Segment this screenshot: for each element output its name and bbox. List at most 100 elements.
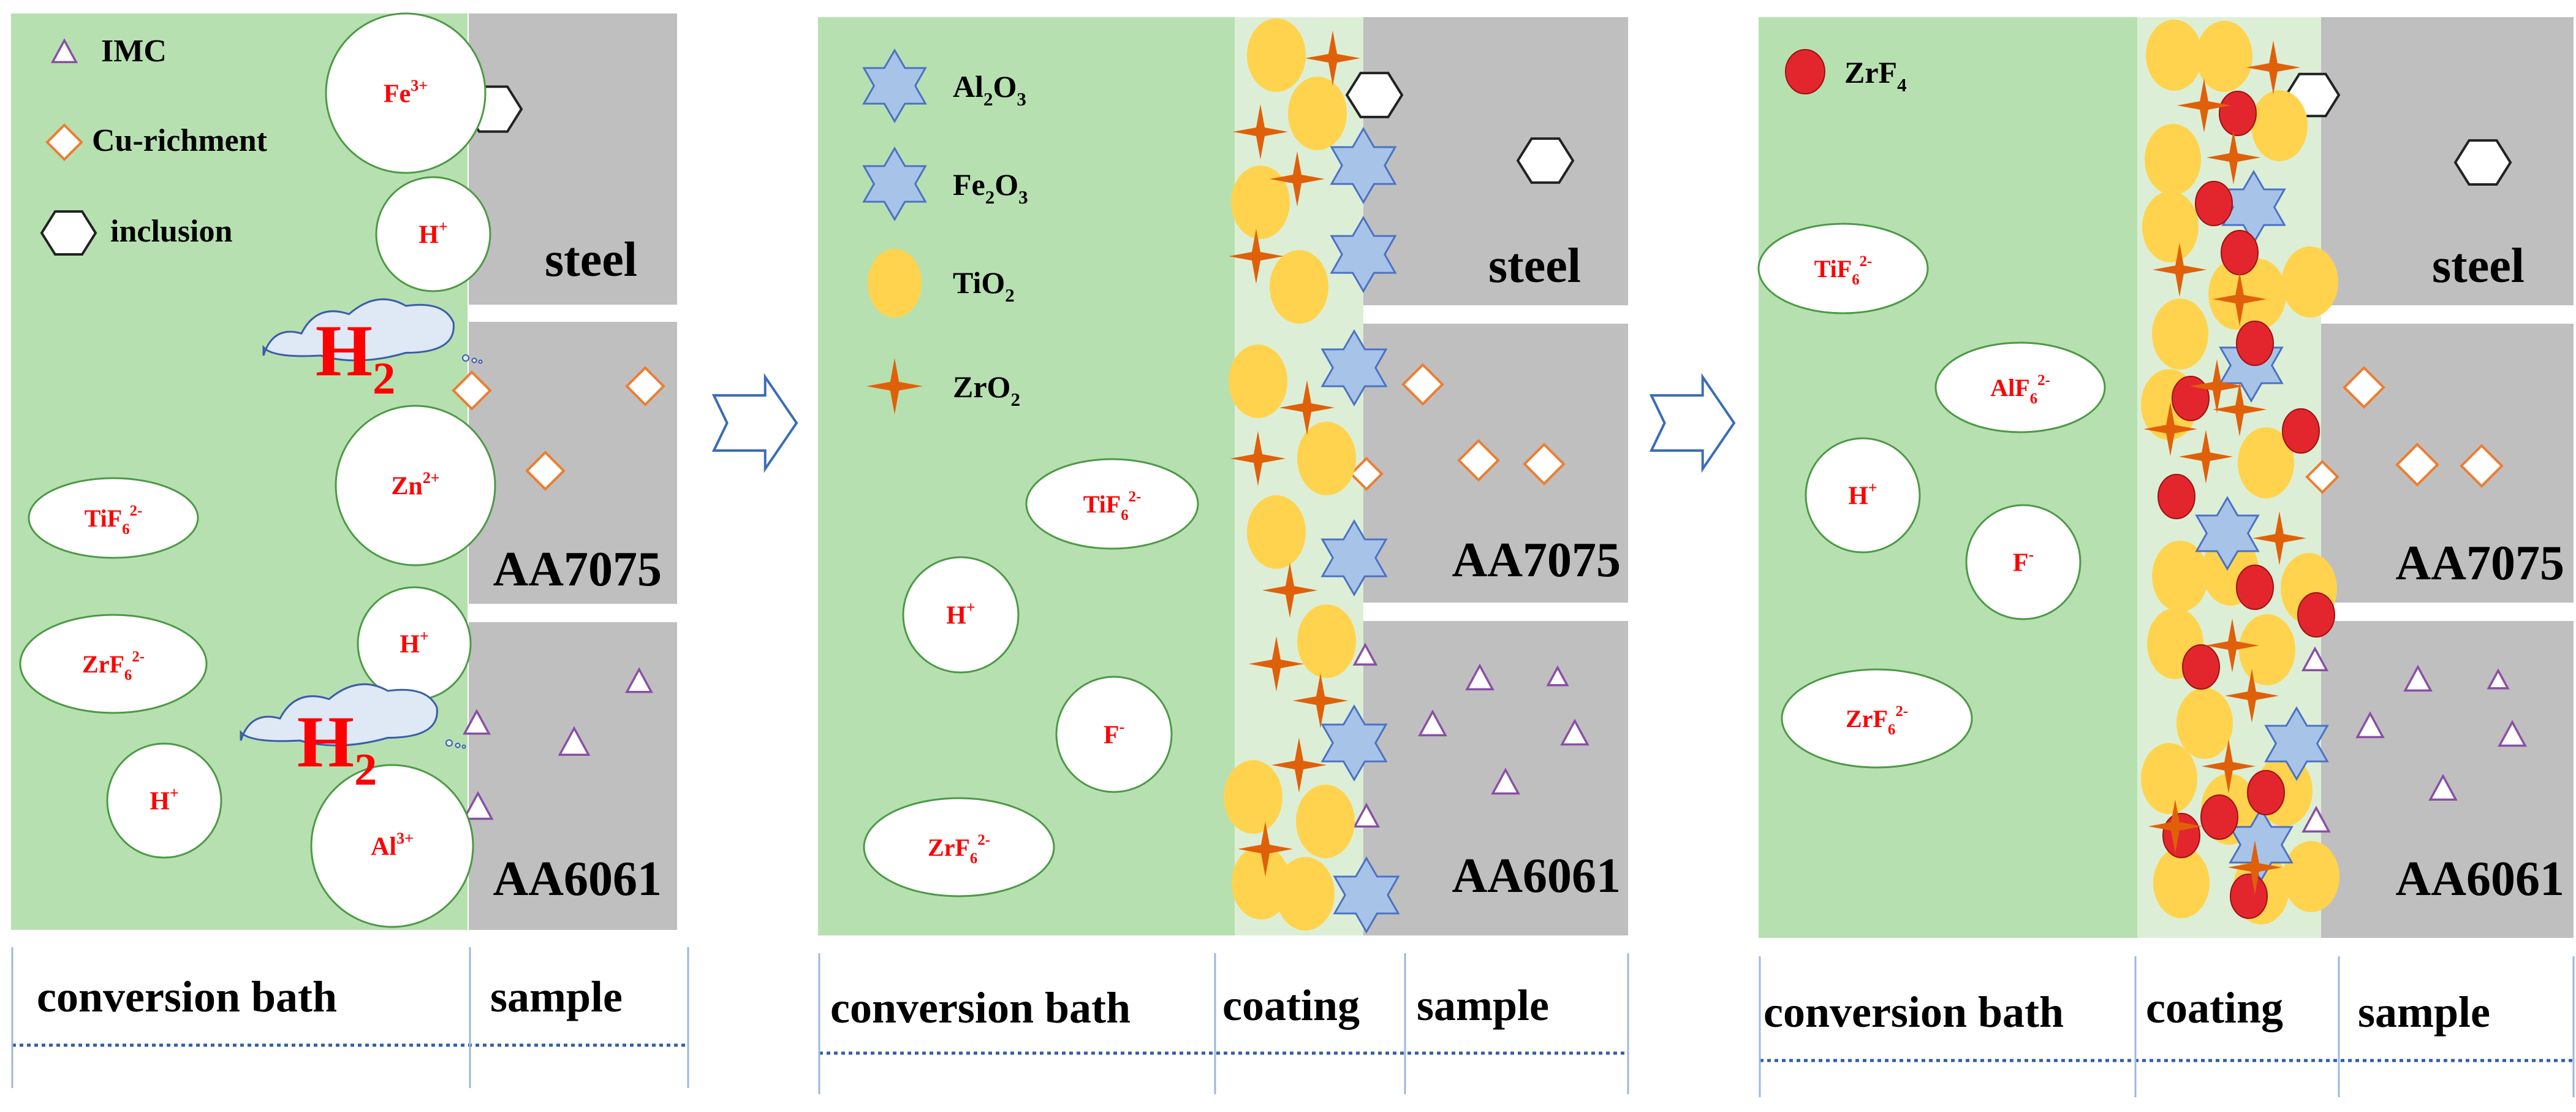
ion-label: ZrF62- [82, 649, 145, 684]
text-part: 6 [1852, 272, 1859, 288]
ion-label: Fe3+ [384, 77, 428, 109]
diamond-icon [45, 123, 83, 161]
triangle-icon [625, 667, 653, 693]
legend-label-cu: Cu-richment [92, 123, 268, 158]
footer-conversion-bath: conversion bath [1763, 988, 2064, 1037]
ion-label: ZrF62- [928, 832, 990, 867]
text-part: H [150, 788, 170, 816]
star-icon [1320, 329, 1388, 406]
text-part: ZrF [1846, 705, 1888, 733]
cloud-shape [240, 683, 438, 747]
spark-icon [2177, 78, 2231, 132]
star-icon [1330, 127, 1397, 204]
text-part: + [420, 627, 429, 645]
ion-label: H+ [946, 598, 975, 630]
red-dot-icon [2297, 592, 2335, 638]
ion-bubble [1757, 223, 1929, 314]
ellipse-icon [1297, 604, 1356, 678]
text-part: F [2013, 549, 2029, 577]
ion-bubble [1934, 341, 2106, 433]
red-dot-icon [2236, 565, 2274, 610]
spark-icon [1249, 636, 1304, 691]
diamond-icon [1457, 439, 1500, 482]
text-part: O [993, 69, 1017, 104]
spark-icon [2225, 669, 2279, 723]
triangle-icon [1418, 709, 1447, 737]
metal-label-steel: steel [545, 233, 637, 287]
red-dot-icon [2282, 408, 2320, 454]
spark-icon [2190, 359, 2244, 413]
text-part: - [2028, 546, 2034, 563]
ellipse-icon [2283, 841, 2339, 912]
diamond-icon [1523, 443, 1566, 486]
triangle-icon [463, 709, 491, 735]
steel-block [469, 13, 677, 305]
ellipse-icon [2152, 541, 2208, 612]
text-part: 6 [970, 850, 977, 867]
text-part: H [946, 602, 966, 630]
text-part: 2- [1860, 253, 1873, 270]
ion-label: F- [2013, 546, 2034, 577]
steel-block [1363, 17, 1628, 305]
bubble [461, 744, 466, 749]
spark-icon [2202, 739, 2256, 793]
spark-icon [1293, 673, 1348, 728]
ion-label: H+ [1848, 479, 1877, 511]
star-icon [2195, 496, 2260, 571]
spark-icon [2252, 511, 2306, 565]
text-part: 6 [122, 521, 129, 538]
process-arrow-icon [1649, 373, 1736, 473]
metal-label-aa7075: AA7075 [1452, 533, 1621, 587]
text-part: + [966, 598, 975, 616]
spark-icon [1279, 380, 1335, 435]
text-part: 2- [1895, 703, 1908, 720]
triangle-icon [558, 726, 591, 756]
text-part: 2+ [423, 469, 440, 487]
star-icon [1333, 856, 1400, 934]
ion-label: F- [1104, 718, 1124, 750]
text-part: 6 [124, 667, 132, 684]
text-part: 2- [977, 832, 990, 848]
red-dot-icon [2200, 794, 2238, 840]
diamond-icon [2343, 366, 2385, 409]
text-part: 2 [373, 354, 395, 404]
text-part: ZrF [928, 834, 970, 861]
ellipse-icon [2152, 299, 2208, 370]
text-part: 2- [130, 503, 143, 519]
ellipse-icon [2238, 427, 2294, 498]
legend-label-oxide: Fe2O3 [953, 167, 1028, 208]
triangle-icon [50, 38, 78, 63]
hexagon-icon [2453, 139, 2512, 186]
hexagon-icon [1345, 72, 1404, 118]
spark-icon [1271, 737, 1327, 793]
spark-icon [1229, 229, 1284, 284]
ellipse-icon [1288, 77, 1347, 150]
text-part: 6 [1888, 722, 1895, 738]
metal-label-aa6061: AA6061 [2395, 852, 2564, 906]
text-part: Zn [391, 473, 422, 501]
text-part: + [1868, 479, 1877, 497]
triangle-icon [2355, 711, 2385, 739]
diamond-icon [525, 451, 566, 491]
gas-cloud-icon [240, 683, 466, 749]
legend-label-oxide: ZrO2 [953, 370, 1020, 410]
spark-icon [2148, 799, 2202, 853]
aa6061-block [2321, 621, 2574, 938]
spark-icon [1305, 31, 1360, 86]
text-part: O [994, 167, 1018, 202]
ellipse-icon [868, 249, 922, 318]
text-part: ZrO [953, 370, 1010, 404]
diamond-icon [2305, 460, 2339, 494]
text-part: H [297, 701, 354, 782]
red-dot-icon [2247, 770, 2285, 815]
ion-bubble [1965, 504, 2082, 620]
metal-label-aa7075: AA7075 [2395, 536, 2564, 590]
spark-icon [2153, 243, 2207, 297]
text-part: TiF [85, 505, 123, 532]
process-arrow-icon [711, 373, 798, 473]
star-icon [862, 147, 927, 221]
ellipse-icon [1276, 857, 1335, 931]
text-part: 3+ [396, 829, 414, 847]
